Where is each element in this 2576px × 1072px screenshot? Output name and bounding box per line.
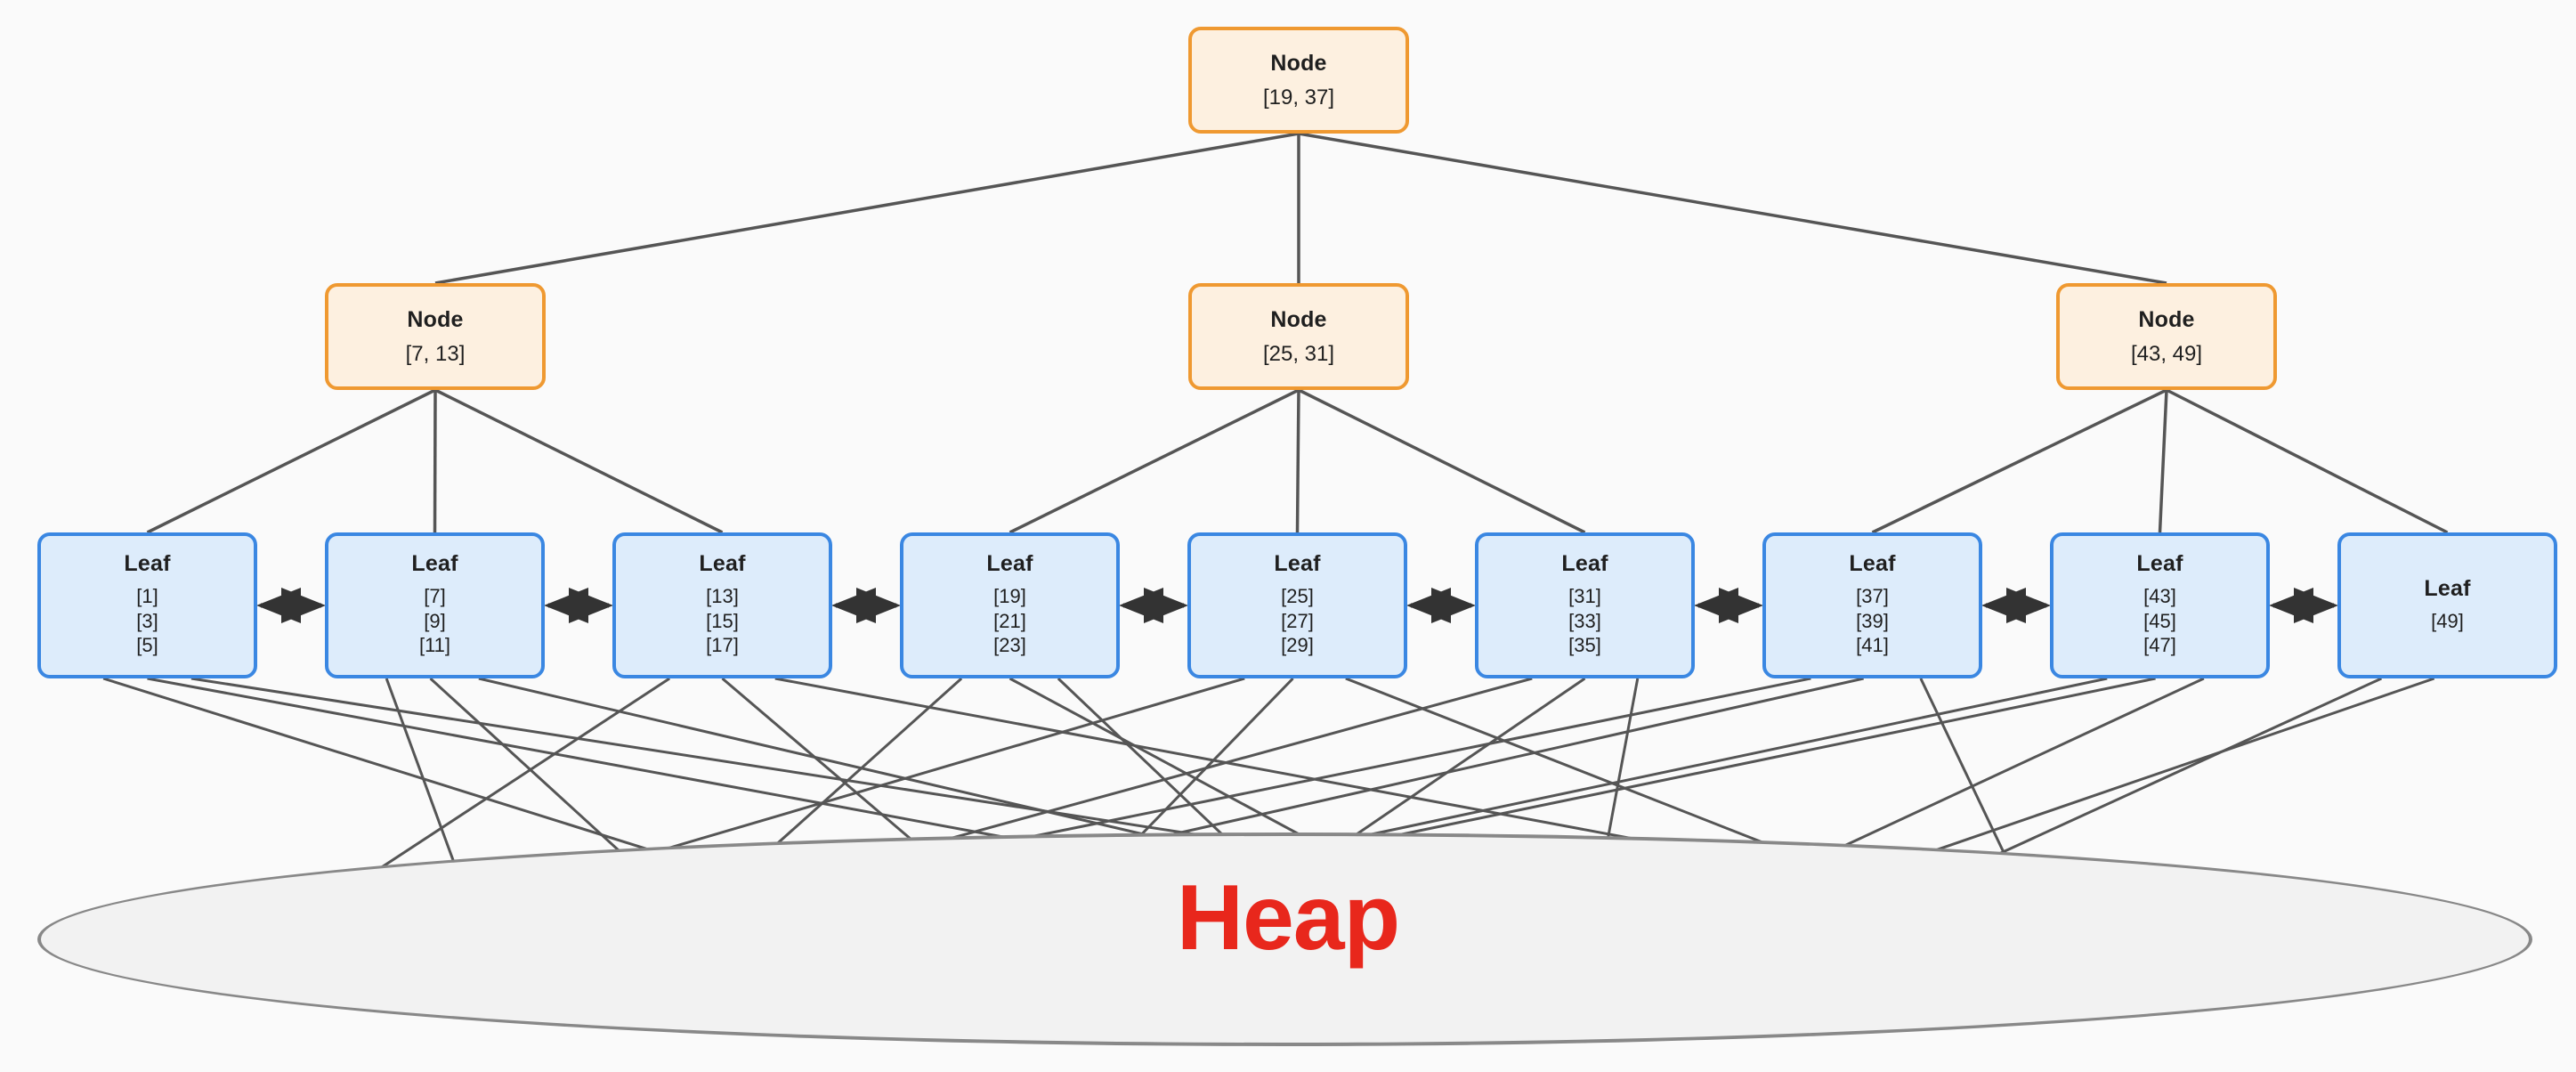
leaf-node-8[interactable]: Leaf [49] [2337, 532, 2557, 678]
leaf-node-8-title: Leaf [2424, 575, 2471, 601]
internal-node-1-range: [25, 31] [1262, 341, 1335, 366]
leaf-node-8-key: [49] [2431, 609, 2464, 632]
leaf-node-0-key: [5] [136, 634, 158, 657]
root-node-range: [19, 37] [1262, 85, 1335, 110]
root-node[interactable]: Node [19, 37] [1188, 27, 1409, 134]
leaf-node-7[interactable]: Leaf [43][45][47] [2050, 532, 2270, 678]
leaf-node-3-key: [19] [993, 584, 1026, 607]
tree-edge-root-0 [434, 132, 1300, 285]
leaf-node-1[interactable]: Leaf [7][9][11] [325, 532, 545, 678]
heap-label: Heap [1176, 866, 1400, 970]
internal-node-1[interactable]: Node [25, 31] [1188, 283, 1409, 390]
leaf-node-7-key: [47] [2143, 634, 2176, 657]
leaf-node-5[interactable]: Leaf [31][33][35] [1475, 532, 1695, 678]
tree-edge-n1-l5 [1298, 388, 1586, 534]
internal-node-1-title: Node [1270, 306, 1327, 332]
leaf-node-4-key: [27] [1281, 609, 1314, 632]
internal-node-0-range: [7, 13] [405, 341, 466, 366]
leaf-node-4-key: [25] [1281, 584, 1314, 607]
leaf-node-2-key: [13] [706, 584, 739, 607]
internal-node-0[interactable]: Node [7, 13] [325, 283, 546, 390]
tree-edge-root-2 [1298, 132, 2167, 285]
leaf-node-6-key: [41] [1856, 634, 1889, 657]
internal-node-0-title: Node [407, 306, 464, 332]
leaf-node-7-key: [45] [2143, 609, 2176, 632]
leaf-node-1-key: [7] [424, 584, 446, 607]
leaf-node-7-title: Leaf [2136, 550, 2183, 576]
leaf-node-6-key: [39] [1856, 609, 1889, 632]
internal-node-2[interactable]: Node [43, 49] [2056, 283, 2277, 390]
tree-edge-n2-l7 [2158, 389, 2168, 533]
leaf-node-6-key: [37] [1856, 584, 1889, 607]
leaf-node-5-key: [35] [1568, 634, 1601, 657]
root-node-title: Node [1270, 50, 1327, 76]
internal-node-2-title: Node [2138, 306, 2195, 332]
leaf-node-0-title: Leaf [124, 550, 171, 576]
leaf-node-1-title: Leaf [411, 550, 458, 576]
leaf-node-0-key: [1] [136, 584, 158, 607]
leaf-node-5-key: [33] [1568, 609, 1601, 632]
tree-edge-n0-l0 [146, 388, 436, 534]
leaf-node-1-key: [11] [418, 634, 451, 657]
leaf-node-5-key: [31] [1568, 584, 1601, 607]
leaf-node-0-key: [3] [136, 609, 158, 632]
leaf-node-7-key: [43] [2143, 584, 2176, 607]
tree-edge-n1-l3 [1009, 388, 1300, 534]
tree-edge-n2-l6 [1871, 388, 2167, 534]
tree-edge-n1-l4 [1295, 389, 1300, 533]
leaf-node-4-key: [29] [1281, 634, 1314, 657]
leaf-node-3-title: Leaf [986, 550, 1033, 576]
tree-edge-n0-l1 [433, 389, 437, 533]
leaf-node-4-title: Leaf [1274, 550, 1321, 576]
leaf-node-1-key: [9] [424, 609, 446, 632]
leaf-node-3[interactable]: Leaf [19][21][23] [900, 532, 1120, 678]
leaf-node-2-key: [17] [706, 634, 739, 657]
leaf-node-6-title: Leaf [1849, 550, 1896, 576]
leaf-node-3-key: [21] [993, 609, 1026, 632]
leaf-node-3-key: [23] [993, 634, 1026, 657]
internal-node-2-range: [43, 49] [2130, 341, 2203, 366]
leaf-node-0[interactable]: Leaf [1][3][5] [37, 532, 257, 678]
leaf-node-4[interactable]: Leaf [25][27][29] [1187, 532, 1407, 678]
leaf-node-2-key: [15] [706, 609, 739, 632]
leaf-node-2[interactable]: Leaf [13][15][17] [612, 532, 832, 678]
leaf-node-5-title: Leaf [1561, 550, 1608, 576]
leaf-node-6[interactable]: Leaf [37][39][41] [1762, 532, 1982, 678]
leaf-node-2-title: Leaf [699, 550, 746, 576]
tree-edge-n2-l8 [2166, 388, 2449, 534]
tree-edge-n0-l2 [434, 388, 724, 534]
heap-region [37, 832, 2532, 1046]
